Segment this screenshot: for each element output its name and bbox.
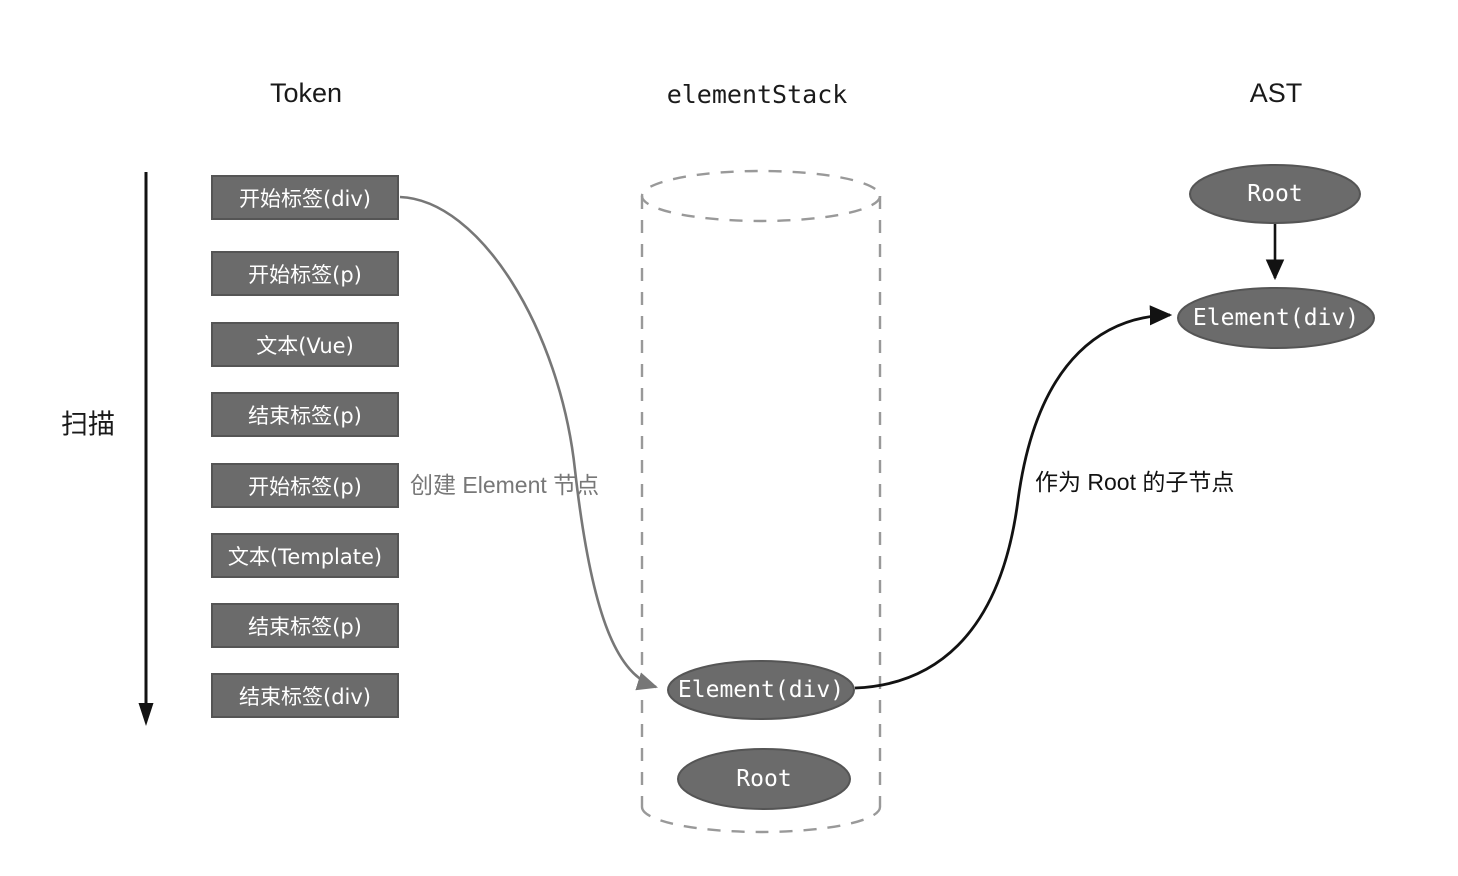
token-box: 结束标签(div) (211, 673, 399, 718)
ast-node-root-shape (1189, 164, 1361, 224)
scan-arrow-icon (138, 172, 154, 726)
token-box: 结束标签(p) (211, 392, 399, 437)
stack-node-root-shape (677, 748, 851, 810)
stack-node-element-div-shape (667, 660, 855, 720)
token-box: 文本(Vue) (211, 322, 399, 367)
token-box: 开始标签(p) (211, 463, 399, 508)
edge-label-create-element: 创建 Element 节点 (410, 472, 600, 498)
ast-node-element-div-shape (1177, 287, 1375, 349)
column-title-ast: AST (1249, 78, 1303, 108)
token-box: 开始标签(div) (211, 175, 399, 220)
column-title-element-stack: elementStack (666, 80, 848, 109)
edge-append-to-root (854, 305, 1173, 690)
token-box: 结束标签(p) (211, 603, 399, 648)
scan-label: 扫描 (61, 409, 115, 440)
edge-create-element (399, 195, 658, 691)
element-stack-cylinder (640, 169, 882, 834)
token-box: 开始标签(p) (211, 251, 399, 296)
token-box: 文本(Template) (211, 533, 399, 578)
column-title-token: Token (269, 78, 343, 108)
edge-label-append-to-root: 作为 Root 的子节点 (1035, 469, 1235, 495)
